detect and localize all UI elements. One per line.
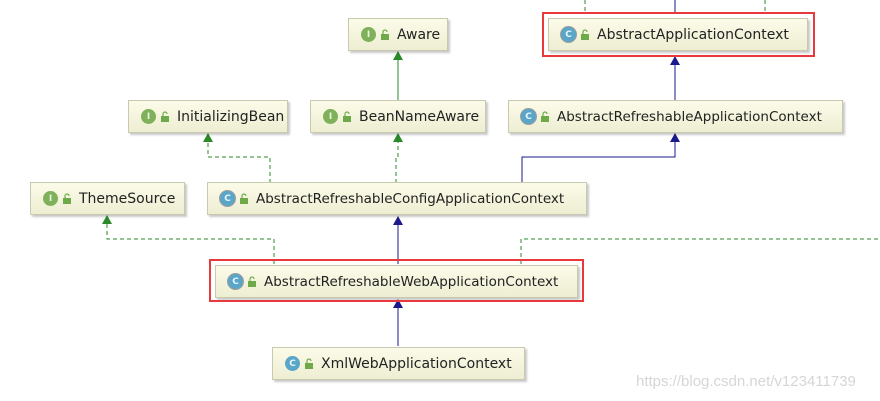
edge-config-to-beannameaware: [393, 133, 403, 183]
lock-open-icon: [161, 111, 169, 122]
lock-open-icon: [541, 111, 549, 122]
lock-open-icon: [581, 29, 589, 40]
node-abstract-application-context[interactable]: C AbstractApplicationContext: [548, 18, 808, 51]
watermark: https://blog.csdn.net/v123411739: [636, 373, 856, 390]
lock-open-icon: [248, 276, 256, 287]
node-theme-source[interactable]: I ThemeSource: [30, 182, 185, 215]
lock-open-icon: [240, 193, 248, 204]
edge-web-to-themesource: [102, 215, 275, 264]
node-label: AbstractRefreshableWebApplicationContext: [264, 273, 559, 290]
lock-open-icon: [63, 193, 71, 204]
interface-icon: I: [43, 191, 58, 206]
node-bean-name-aware[interactable]: I BeanNameAware: [310, 100, 486, 133]
node-label: XmlWebApplicationContext: [321, 355, 512, 372]
interface-icon: I: [361, 27, 376, 42]
node-label: AbstractRefreshableConfigApplicationCont…: [256, 190, 565, 207]
abstract-class-icon: C: [561, 27, 576, 42]
lock-open-icon: [381, 29, 389, 40]
node-label: InitializingBean: [177, 108, 285, 125]
node-initializing-bean[interactable]: I InitializingBean: [128, 100, 288, 133]
abstract-class-icon: C: [228, 274, 243, 289]
node-label: AbstractApplicationContext: [597, 26, 789, 43]
lock-open-icon: [305, 358, 313, 369]
node-label: Aware: [397, 26, 441, 43]
interface-icon: I: [323, 109, 338, 124]
abstract-class-icon: C: [521, 109, 536, 124]
node-label: BeanNameAware: [359, 108, 480, 125]
abstract-class-icon: C: [220, 191, 235, 206]
edge-config-to-initializingbean: [203, 133, 271, 183]
class-icon: C: [285, 356, 300, 371]
edge-web-to-offscreen-right: [520, 238, 880, 264]
node-label: AbstractRefreshableApplicationContext: [557, 108, 822, 125]
node-abstract-refreshable-web-application-context[interactable]: C AbstractRefreshableWebApplicationConte…: [215, 265, 578, 298]
interface-icon: I: [141, 109, 156, 124]
node-abstract-refreshable-application-context[interactable]: C AbstractRefreshableApplicationContext: [508, 100, 843, 133]
node-xml-web-application-context[interactable]: C XmlWebApplicationContext: [272, 347, 525, 380]
node-abstract-refreshable-config-application-context[interactable]: C AbstractRefreshableConfigApplicationCo…: [207, 182, 587, 215]
node-label: ThemeSource: [79, 190, 176, 207]
lock-open-icon: [343, 111, 351, 122]
edge-config-to-refreshable: [521, 133, 680, 183]
node-aware[interactable]: I Aware: [348, 18, 448, 51]
